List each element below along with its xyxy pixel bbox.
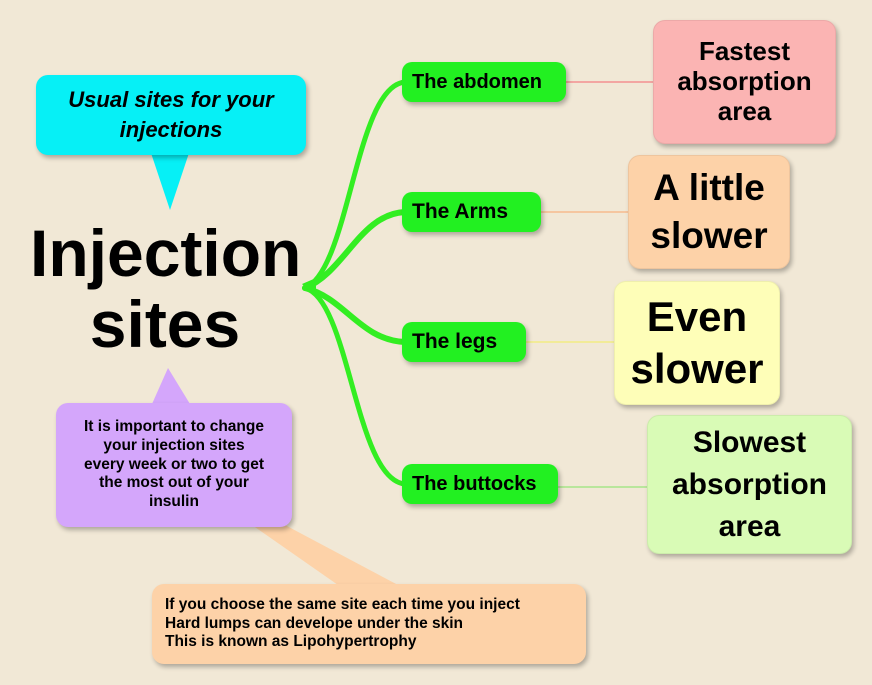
leaf-even-slower-line: Even [646,292,748,340]
leaf-little-slower: A little slower [628,155,790,269]
callout-lipohypertrophy: If you choose the same site each time yo… [152,584,586,664]
callout-change-line: your injection sites [103,436,245,454]
leaf-fastest-line: Fastest [698,36,791,67]
leaf-slowest-line: absorption [672,467,827,501]
callout-change-line: insulin [149,493,199,511]
branch-buttocks-label: The buttocks [412,472,537,495]
branch-buttocks: The buttocks [402,464,558,504]
callout-change-line: It is important to change [84,417,264,435]
callout-lipo-line: Hard lumps can develope under the skin [165,614,464,632]
leaf-fastest: Fastest absorption area [653,20,836,144]
leaf-even-slower-line: slower [630,345,764,392]
branch-legs-label: The legs [412,330,498,353]
branch-connector-legs [302,285,408,345]
callout-top-pointer [150,150,190,210]
callout-orange-pointer [252,525,398,585]
branch-abdomen: The abdomen [402,62,566,102]
leaf-little-slower-line: slower [650,215,768,256]
branch-legs: The legs [402,322,526,362]
leaf-even-slower: Even slower [614,281,780,405]
central-topic-line2: sites [89,287,241,362]
callout-usual-sites-text: Usual sites for your injections [68,87,274,142]
branch-connector-arms [302,209,408,291]
callout-purple-pointer [152,368,190,404]
callout-change-line: every week or two to get [83,455,265,473]
branch-connector-abdomen [302,79,408,291]
leaf-slowest-line: Slowest [692,425,807,459]
leaf-fastest-line: absorption [677,66,812,97]
callout-change-line: the most out of your [99,474,249,492]
callout-change-sites: It is important to change your injection… [56,403,292,527]
leaf-fastest-line: area [717,95,772,126]
branch-connector-buttocks [302,285,408,487]
leaf-slowest-line: area [718,509,781,543]
branch-arms: The Arms [402,192,541,232]
callout-lipo-line: This is known as Lipohypertrophy [165,633,417,651]
callout-lipo-line: If you choose the same site each time yo… [165,595,520,613]
central-topic: Injection sites [30,216,302,362]
leaf-slowest: Slowest absorption area [647,415,852,554]
callout-usual-sites: Usual sites for your injections [36,75,306,155]
root-node [302,278,316,298]
leaf-little-slower-line: A little [653,166,765,208]
central-topic-line1: Injection [30,216,302,290]
branch-abdomen-label: The abdomen [412,70,543,93]
branch-arms-label: The Arms [412,200,509,223]
